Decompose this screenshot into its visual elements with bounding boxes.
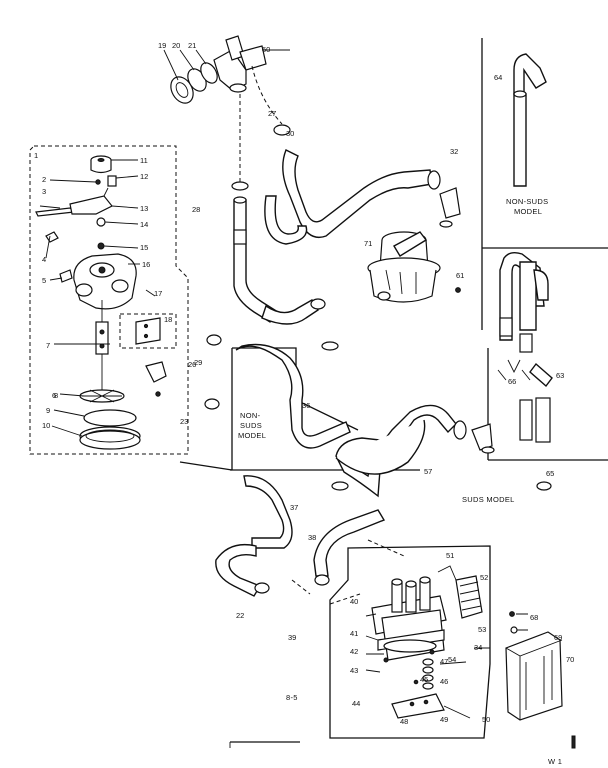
part-number: 20 <box>172 41 180 50</box>
part-number: 30 <box>286 129 294 138</box>
part-number: 2 <box>42 175 46 184</box>
part-number: 32 <box>450 147 458 156</box>
part-number: 4 <box>42 255 46 264</box>
part-number: 69 <box>554 633 562 642</box>
part-number: 8 <box>54 391 58 400</box>
part-number: 63 <box>556 371 564 380</box>
part-number: 48 <box>400 717 408 726</box>
part-number: 6 <box>52 391 56 400</box>
part-number: 42 <box>350 647 358 656</box>
part-number: 7 <box>46 341 50 350</box>
non-suds-mid-caption-line2: SUDS <box>240 421 262 430</box>
part-number: 45 <box>420 675 428 684</box>
part-number: 71 <box>364 239 372 248</box>
part-number: 65 <box>546 469 554 478</box>
part-number: 19 <box>158 41 166 50</box>
part-number: 13 <box>140 204 148 213</box>
part-number: 38 <box>308 533 316 542</box>
valve-assembly <box>329 545 491 739</box>
non-suds-mid-caption-line1: NON- <box>240 411 261 420</box>
part-number: 43 <box>350 666 358 675</box>
part-number: 14 <box>140 220 148 229</box>
non-suds-top-caption-line2: MODEL <box>514 207 542 216</box>
part-number: 64 <box>494 73 502 82</box>
part-number: 5 <box>42 276 46 285</box>
top-fitting-assembly <box>163 35 290 104</box>
part-number: 70 <box>566 655 574 664</box>
part-number: 41 <box>350 629 358 638</box>
part-number: 9 <box>46 406 50 415</box>
part-number: 50 <box>482 715 490 724</box>
part-number: 22 <box>236 611 244 620</box>
part-number: 3 <box>42 187 46 196</box>
part-number: 47 <box>440 657 448 666</box>
part-number: 44 <box>352 699 360 708</box>
footer-mark: W 1 <box>548 757 562 766</box>
part-number: 51 <box>446 551 454 560</box>
hose-clamps <box>204 181 552 594</box>
part-number: 21 <box>188 41 196 50</box>
part-number: 16 <box>142 260 150 269</box>
part-number: 52 <box>480 573 488 582</box>
non-suds-top-caption-line1: NON-SUDS <box>506 197 548 206</box>
part-number: 18 <box>164 315 172 324</box>
part-number: 60 <box>262 45 270 54</box>
part-number: 36 <box>302 401 310 410</box>
suds-model-caption: SUDS MODEL <box>462 495 515 504</box>
part-number: 29 <box>194 358 202 367</box>
part-number: 17 <box>154 289 162 298</box>
part-number: 46 <box>440 677 448 686</box>
part-number: 28 <box>192 205 200 214</box>
captions: NON-SUDS MODEL NON- SUDS MODEL SUDS MODE… <box>238 197 562 766</box>
part-callouts: 1 2 3 4 5 6 7 8 9 10 11 12 13 14 15 16 1… <box>34 41 574 726</box>
part-number: 10 <box>42 421 50 430</box>
mounting-bracket <box>505 611 563 721</box>
part-number: 15 <box>140 243 148 252</box>
part-number: 40 <box>350 597 358 606</box>
part-number: 1 <box>34 151 38 160</box>
part-number: 53 <box>478 625 486 634</box>
part-number: 68 <box>530 613 538 622</box>
part-number: 11 <box>140 156 148 165</box>
part-number: 23 <box>180 417 188 426</box>
part-number: 26 <box>188 360 196 369</box>
page-reference: 8-5 <box>286 693 298 702</box>
part-number: 61 <box>456 271 464 280</box>
part-number: 12 <box>140 172 148 181</box>
part-number: 57 <box>424 467 432 476</box>
footer-marks <box>229 735 576 749</box>
non-suds-mid-caption-line3: MODEL <box>238 431 266 440</box>
pump-assembly-group <box>29 145 189 455</box>
part-number: 34 <box>474 643 482 652</box>
part-number: 54 <box>448 655 456 664</box>
part-number: 66 <box>508 377 516 386</box>
part-number: 37 <box>290 503 298 512</box>
hoses <box>215 53 553 605</box>
part-number: 49 <box>440 715 448 724</box>
part-number: 27 <box>268 109 276 118</box>
pump-assembly <box>35 155 167 450</box>
part-number: 39 <box>288 633 296 642</box>
